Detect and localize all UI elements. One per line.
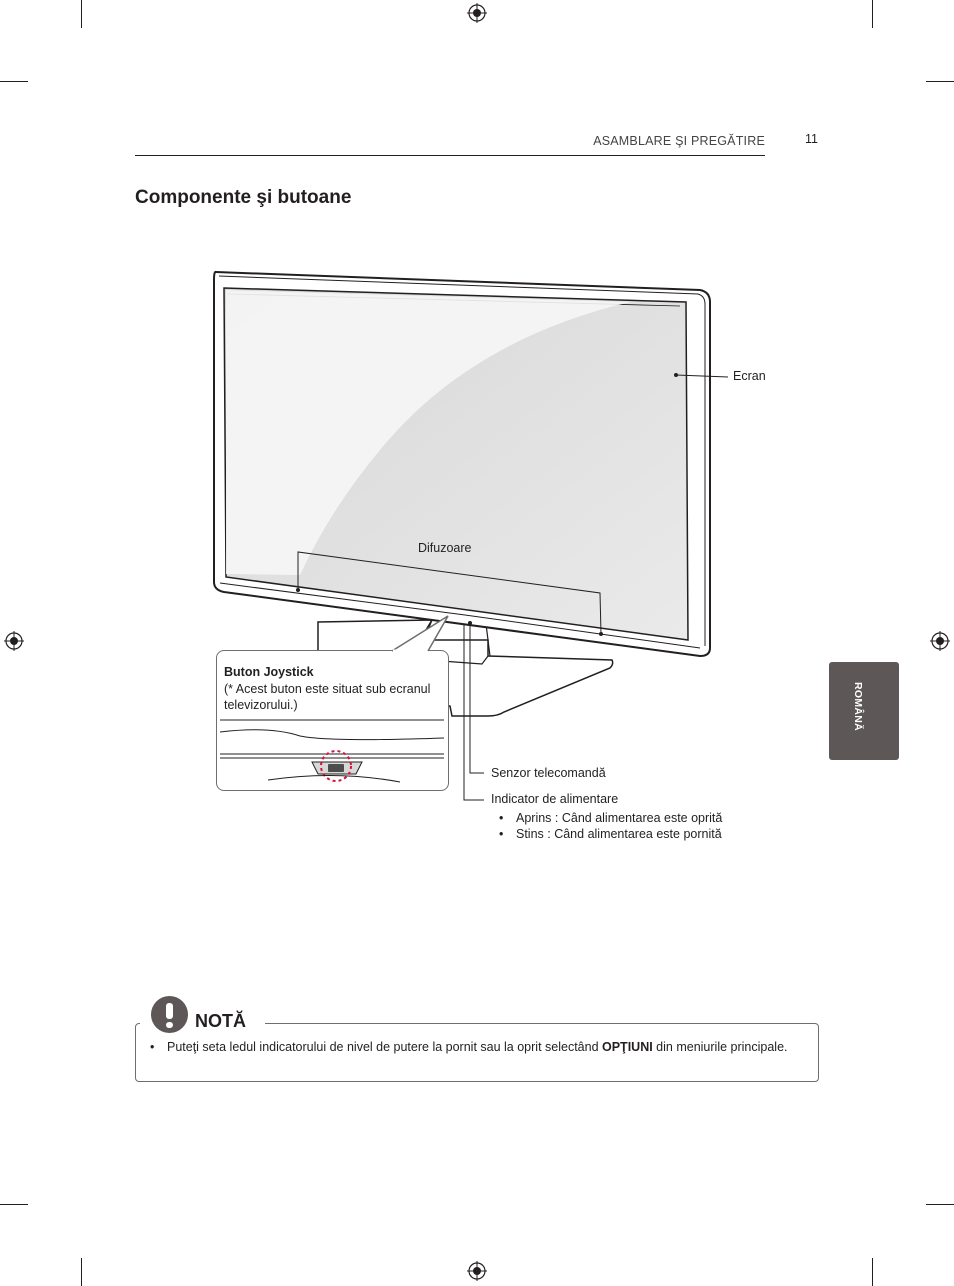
crop-mark	[0, 1204, 28, 1205]
label-indicator: Indicator de alimentare	[491, 792, 619, 806]
leader-lines	[296, 373, 729, 801]
language-tab: ROMÂNĂ	[829, 662, 899, 760]
registration-mark-icon	[467, 1261, 487, 1281]
label-ecran: Ecran	[733, 369, 766, 383]
label-difuzoare: Difuzoare	[418, 541, 472, 555]
section-header: ASAMBLARE ŞI PREGĂTIRE	[593, 134, 765, 148]
language-tab-label: ROMÂNĂ	[852, 682, 864, 732]
crop-mark	[0, 81, 28, 82]
joystick-description: (* Acest buton este situat sub ecranul t…	[224, 682, 431, 712]
note-text-after: din meniurile principale.	[652, 1040, 788, 1054]
page-number: 11	[805, 132, 818, 146]
list-item: Stins : Când alimentarea este pornită	[499, 826, 722, 842]
registration-mark-icon	[467, 3, 487, 23]
list-item: Aprins : Când alimentarea este oprită	[499, 810, 722, 826]
note-text-bold: OPŢIUNI	[602, 1040, 653, 1054]
header-divider	[135, 155, 765, 156]
page-title: Componente şi butoane	[135, 187, 352, 208]
note-box	[135, 1023, 819, 1082]
tv-illustration	[213, 270, 711, 717]
registration-mark-icon	[4, 631, 24, 651]
crop-mark	[926, 1204, 954, 1205]
joystick-title: Buton Joystick	[224, 665, 314, 679]
joystick-detail-illustration	[219, 719, 445, 783]
crop-mark	[872, 1258, 873, 1286]
indicator-list: Aprins : Când alimentarea este oprită St…	[499, 810, 722, 842]
crop-mark	[926, 81, 954, 82]
registration-mark-icon	[930, 631, 950, 651]
label-senzor: Senzor telecomandă	[491, 766, 606, 780]
callout-pointer	[391, 615, 449, 653]
crop-mark	[872, 0, 873, 28]
crop-mark	[81, 0, 82, 28]
note-text: • Puteţi seta ledul indicatorului de niv…	[150, 1039, 790, 1055]
exclamation-icon	[151, 996, 188, 1033]
note-text-before: Puteţi seta ledul indicatorului de nivel…	[167, 1040, 602, 1054]
bullet-icon: •	[150, 1040, 155, 1054]
crop-mark	[81, 1258, 82, 1286]
note-title: NOTĂ	[195, 1011, 246, 1031]
